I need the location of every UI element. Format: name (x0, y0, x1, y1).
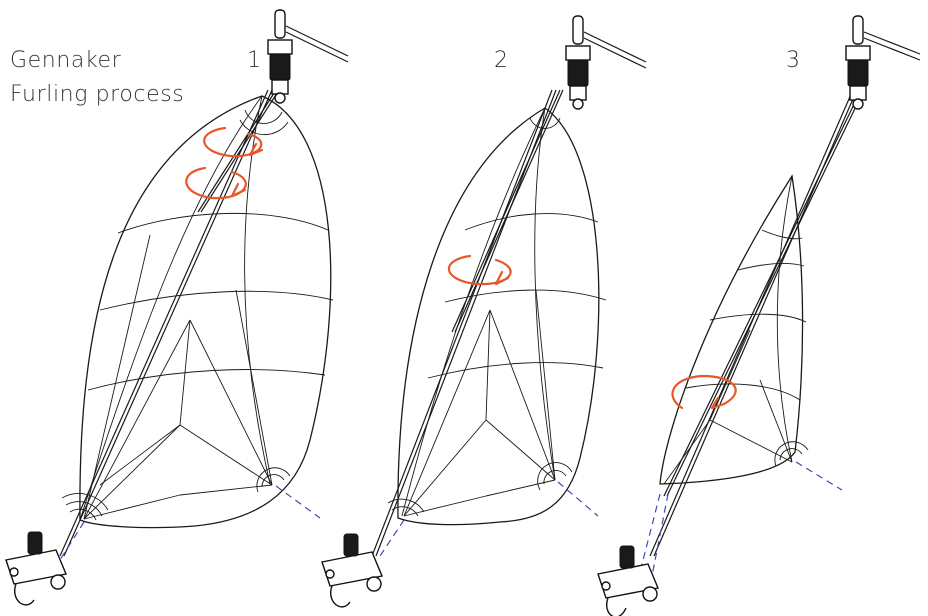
furling-arrow-icon (203, 126, 263, 158)
stage-2-sheets (379, 481, 599, 557)
stage-1-sail (59, 89, 334, 557)
furling-arrow-icon (185, 166, 247, 200)
top-swivel-icon (845, 15, 921, 110)
diagram-title-line-2: Furling process (10, 82, 185, 107)
stage-3-arrows (671, 374, 737, 410)
step-label-3: 3 (786, 48, 800, 73)
stage-1-arrows (185, 126, 264, 200)
sail-outline (659, 174, 804, 485)
top-swivel-icon (565, 15, 647, 110)
bottom-furler-drum-icon (597, 545, 659, 616)
stage-2-sail (371, 89, 607, 557)
stage-1-sheets (59, 485, 321, 561)
furling-arrow-icon (447, 254, 512, 286)
top-swivel-icon (267, 9, 349, 104)
stage-2-arrows (447, 254, 512, 286)
sail-outline (397, 107, 600, 526)
diagram-title-line-1: Gennaker (10, 48, 122, 73)
stage-3-sheets (639, 461, 843, 577)
furling-arrow-icon (671, 374, 737, 410)
sail-outline (79, 95, 332, 529)
bottom-furler-drum-icon (5, 531, 67, 606)
step-label-1: 1 (247, 48, 261, 73)
step-label-2: 2 (494, 48, 508, 73)
bottom-furler-drum-icon (321, 533, 383, 608)
stage-3-sail (649, 91, 864, 557)
